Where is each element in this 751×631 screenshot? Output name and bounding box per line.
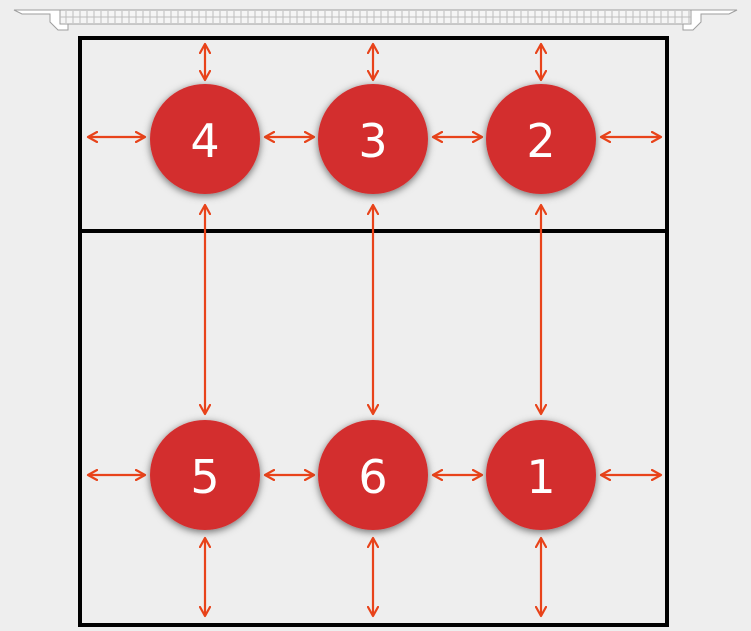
player-position-4 (150, 84, 260, 194)
player-label-5: 5 (190, 450, 219, 504)
player-label-1: 1 (526, 450, 555, 504)
player-position-3 (318, 84, 428, 194)
player-position-2 (486, 84, 596, 194)
court-boundary (78, 36, 669, 627)
player-position-6 (318, 420, 428, 530)
player-label-3: 3 (358, 114, 387, 168)
player-position-5 (150, 420, 260, 530)
net (13, 9, 738, 31)
player-label-6: 6 (358, 450, 387, 504)
player-label-2: 2 (526, 114, 555, 168)
movement-arrows (88, 44, 661, 616)
player-label-4: 4 (190, 114, 219, 168)
player-position-1 (486, 420, 596, 530)
players: 4 3 2 5 6 1 (150, 84, 596, 530)
